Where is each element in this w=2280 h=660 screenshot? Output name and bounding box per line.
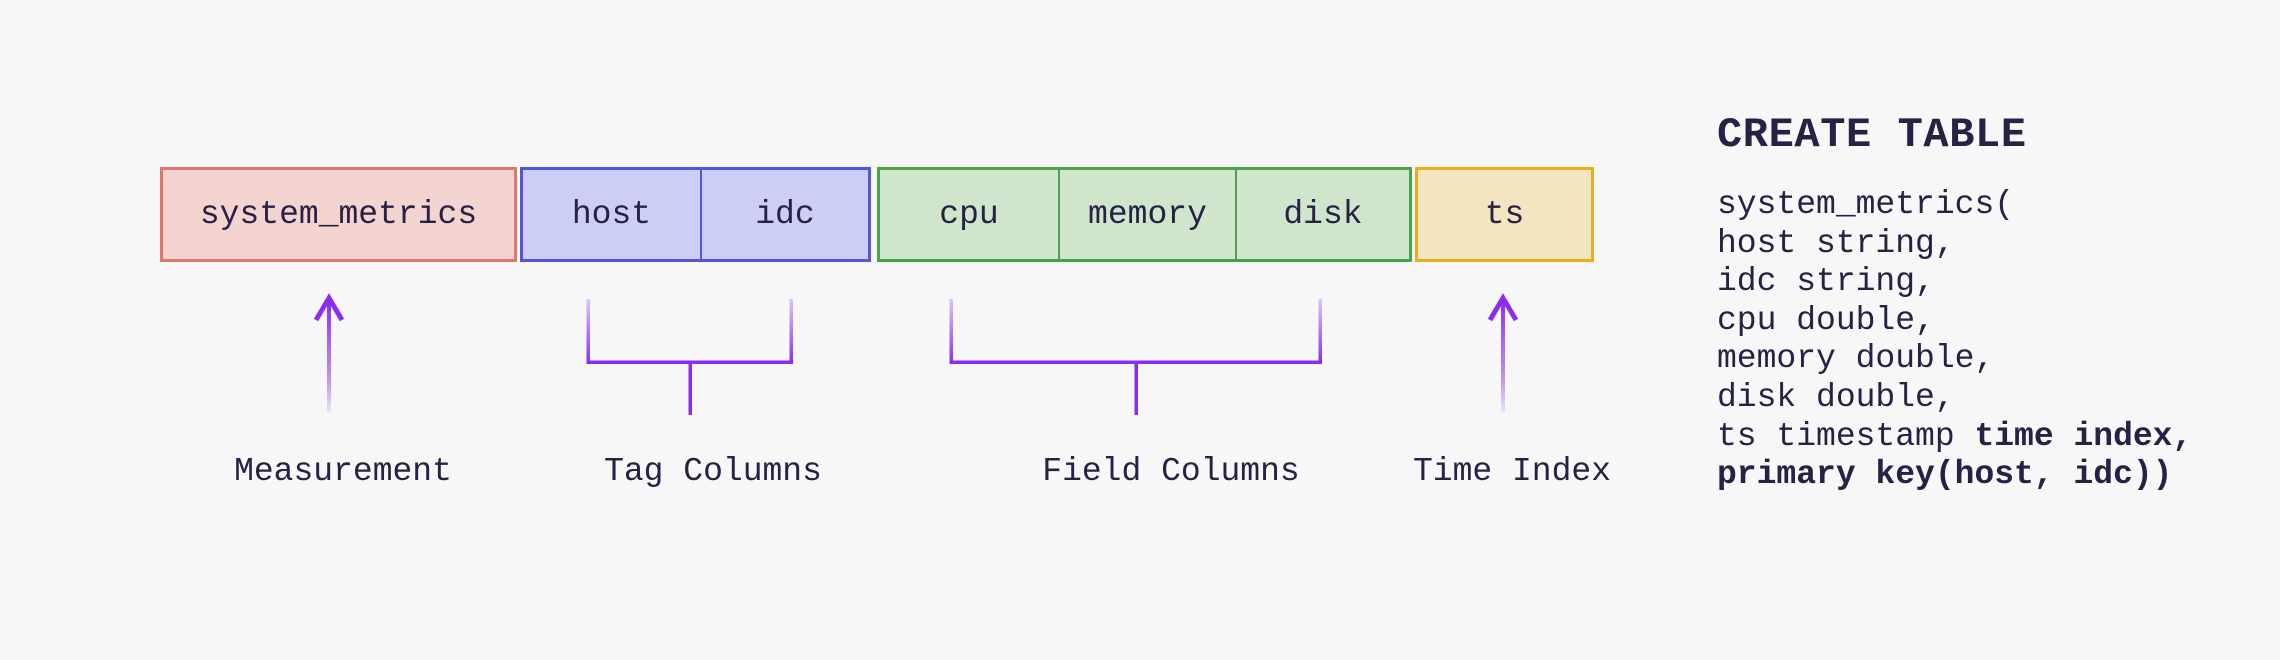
sql-title: CREATE TABLE [1717, 111, 2027, 159]
sql-line: ts timestamp time index, [1717, 417, 2193, 455]
tag-columns-bracket-icon [586, 299, 793, 415]
tag-cell-host: host [571, 196, 652, 233]
measurement-box: system_metrics [160, 167, 517, 262]
tag-columns-label: Tag Columns [604, 453, 822, 490]
time-index-label: Time Index [1412, 453, 1612, 490]
sql-line: memory double, [1717, 340, 1995, 378]
field-cell-memory: memory [1057, 170, 1235, 259]
field-columns-label: Field Columns [1042, 453, 1300, 490]
tag-columns-box: host idc [520, 167, 871, 262]
sql-line: host string, [1717, 224, 1955, 262]
field-cell-cpu: cpu [939, 196, 999, 233]
sql-line: idc string, [1717, 263, 1935, 301]
time-cell-ts: ts [1484, 196, 1525, 233]
time-index-up-arrow-icon [1487, 293, 1519, 413]
sql-line: system_metrics( [1717, 186, 2015, 223]
sql-code: system_metrics( host string, idc string,… [1717, 186, 2192, 495]
sql-line: primary key(host, idc)) [1717, 456, 2173, 494]
field-cell-disk: disk [1234, 170, 1409, 259]
field-columns-box: cpu memory disk [877, 167, 1412, 262]
sql-line: disk double, [1717, 378, 1955, 416]
measurement-label: Measurement [234, 453, 452, 490]
tag-cell-idc: idc [699, 170, 868, 259]
sql-line: cpu double, [1717, 301, 1935, 339]
field-columns-bracket-icon [949, 299, 1322, 415]
measurement-cell: system_metrics [199, 196, 478, 233]
measurement-up-arrow-icon [313, 293, 345, 413]
time-index-box: ts [1415, 167, 1594, 262]
